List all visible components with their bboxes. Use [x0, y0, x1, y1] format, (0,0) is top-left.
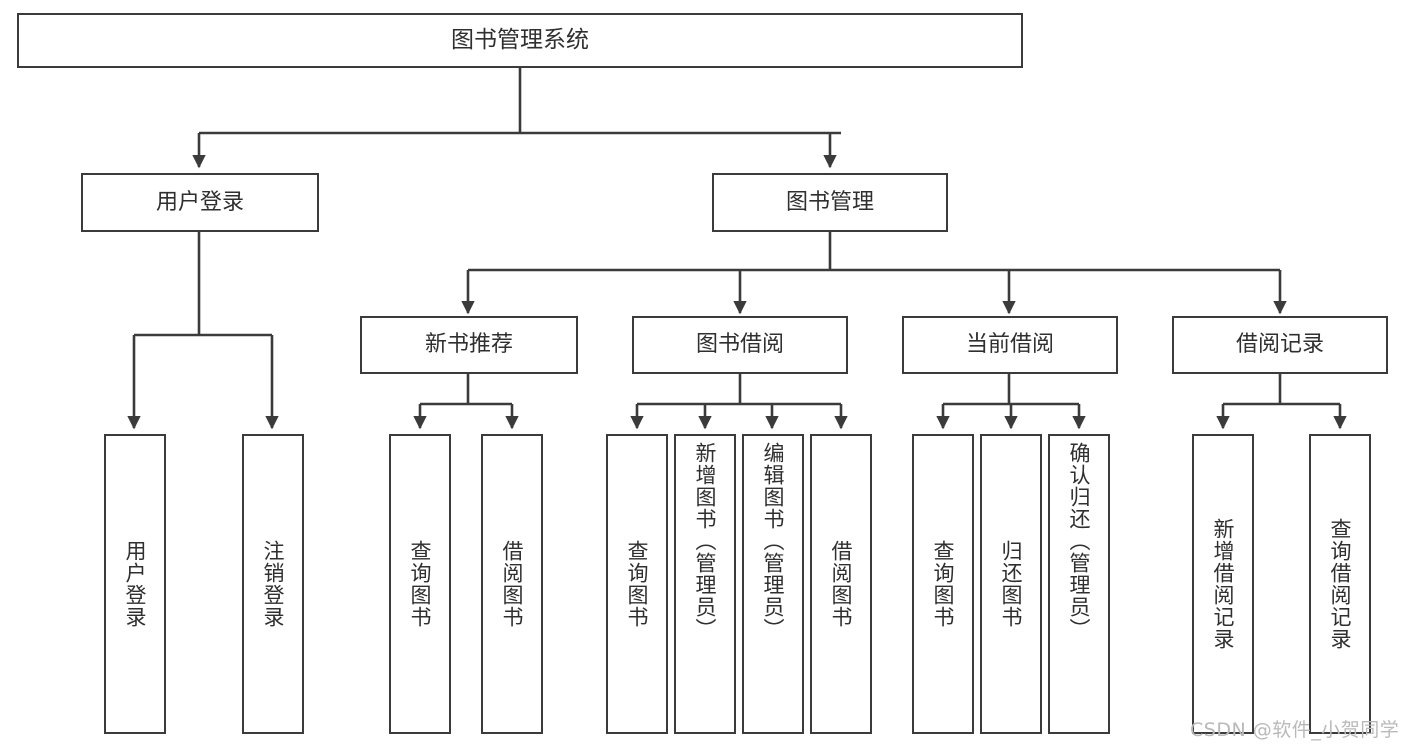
node-leaf-query-book-borrow[interactable]: 查询图书 [606, 434, 668, 734]
node-book-manage[interactable]: 图书管理 [712, 173, 948, 232]
node-leaf-logout[interactable]: 注销登录 [242, 434, 304, 734]
node-leaf-query-borrow-record[interactable]: 查询借阅记录 [1309, 434, 1371, 734]
node-label: 用户登录 [123, 540, 148, 628]
node-root-book-management-system[interactable]: 图书管理系统 [17, 13, 1023, 68]
node-leaf-add-borrow-record[interactable]: 新增借阅记录 [1192, 434, 1254, 734]
node-user-login[interactable]: 用户登录 [81, 173, 319, 232]
node-label: 新书推荐 [424, 332, 513, 358]
node-leaf-return-book[interactable]: 归还图书 [980, 434, 1042, 734]
node-label: 查询图书 [408, 540, 433, 628]
node-leaf-add-book-admin[interactable]: 新增图书（管理员） [674, 434, 736, 734]
csdn-watermark: CSDN @软件_小贺同学 [1190, 719, 1400, 741]
node-current-borrow[interactable]: 当前借阅 [902, 316, 1118, 374]
node-label: 用户登录 [155, 189, 244, 215]
node-label: 借阅记录 [1235, 332, 1324, 358]
node-label: 借阅图书 [500, 540, 525, 628]
node-label: 当前借阅 [965, 332, 1054, 358]
node-leaf-borrow-book-recommend[interactable]: 借阅图书 [481, 434, 543, 734]
node-leaf-borrow-book[interactable]: 借阅图书 [810, 434, 872, 734]
node-book-borrow[interactable]: 图书借阅 [632, 316, 848, 374]
node-label: 图书管理 [785, 189, 874, 215]
node-label: 注销登录 [261, 540, 286, 628]
node-label: 查询图书 [625, 540, 650, 628]
node-borrow-record[interactable]: 借阅记录 [1172, 316, 1388, 374]
node-leaf-confirm-return-admin[interactable]: 确认归还（管理员） [1048, 434, 1110, 734]
node-leaf-edit-book-admin[interactable]: 编辑图书（管理员） [742, 434, 804, 734]
node-label: 确认归还（管理员） [1067, 442, 1092, 640]
node-new-book-recommendation[interactable]: 新书推荐 [360, 316, 578, 374]
node-leaf-user-login[interactable]: 用户登录 [104, 434, 166, 734]
node-label: 查询借阅记录 [1328, 518, 1353, 650]
node-label: 图书借阅 [695, 332, 784, 358]
node-leaf-query-book-recommend[interactable]: 查询图书 [389, 434, 451, 734]
node-label: 归还图书 [999, 540, 1024, 628]
node-label: 新增借阅记录 [1211, 518, 1236, 650]
node-label: 借阅图书 [829, 540, 854, 628]
node-label: 查询图书 [931, 540, 956, 628]
node-label: 编辑图书（管理员） [761, 442, 786, 640]
node-leaf-query-book-current[interactable]: 查询图书 [912, 434, 974, 734]
node-label: 图书管理系统 [451, 26, 589, 53]
node-label: 新增图书（管理员） [693, 442, 718, 640]
